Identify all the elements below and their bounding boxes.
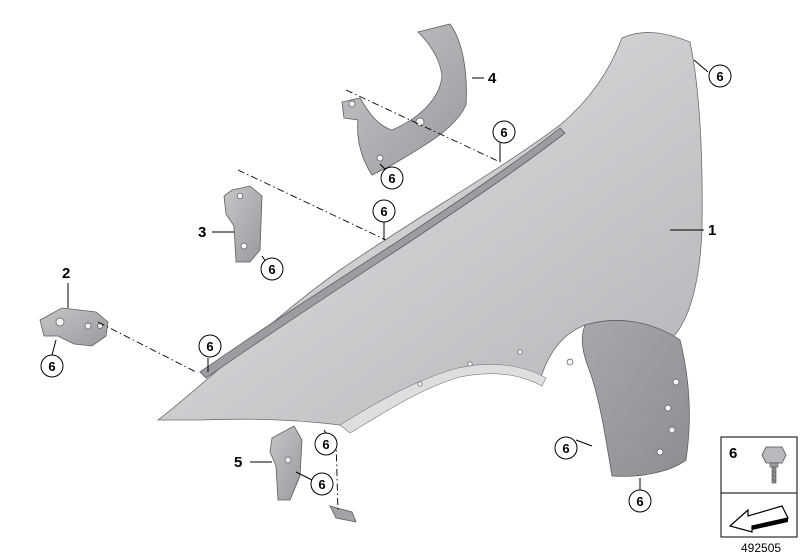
fastener-callout: 6 (628, 489, 652, 513)
fastener-callout-label: 6 (206, 339, 213, 354)
bolt-icon (761, 446, 787, 484)
bracket-part-3[interactable] (223, 185, 263, 263)
fastener-callout-label: 6 (48, 359, 55, 374)
fastener-callout: 6 (310, 472, 334, 496)
callout-bracket-2: 2 (62, 265, 70, 282)
legend-panel: 6 (720, 436, 798, 538)
arrow-icon (728, 505, 789, 533)
fastener-callout-label: 6 (500, 125, 507, 140)
wheel-arch-liner (581, 320, 690, 477)
assembly-lines (97, 89, 501, 513)
bracket-part-5[interactable] (269, 425, 357, 523)
fastener-callout-label: 6 (636, 494, 643, 509)
fastener-callout-label: 6 (716, 69, 723, 84)
fastener-callout: 6 (372, 199, 396, 223)
fastener-callout: 6 (492, 120, 516, 144)
callout-bracket-3: 3 (198, 224, 206, 241)
callout-fender: 1 (708, 222, 716, 239)
fastener-callout-label: 6 (318, 477, 325, 492)
fender-part[interactable] (156, 32, 703, 477)
fastener-callout-label: 6 (322, 437, 329, 452)
bracket-part-4[interactable] (341, 23, 467, 176)
diagram-id: 492505 (741, 541, 781, 555)
fastener-callout: 6 (380, 166, 404, 190)
fastener-callout-label: 6 (388, 171, 395, 186)
callout-bracket-5: 5 (234, 454, 242, 471)
fastener-callout: 6 (260, 257, 284, 281)
fastener-callout: 6 (40, 354, 64, 378)
fastener-callout-label: 6 (268, 262, 275, 277)
fastener-callout-label: 6 (562, 441, 569, 456)
fastener-callout: 6 (554, 436, 578, 460)
callout-bracket-4: 4 (488, 70, 497, 87)
bracket-part-2[interactable] (39, 307, 109, 347)
fastener-callout: 6 (708, 64, 732, 88)
fastener-callout-label: 6 (380, 204, 387, 219)
fastener-callout: 6 (198, 334, 222, 358)
legend-ref-label: 6 (729, 445, 737, 462)
fastener-callout: 6 (314, 432, 338, 456)
